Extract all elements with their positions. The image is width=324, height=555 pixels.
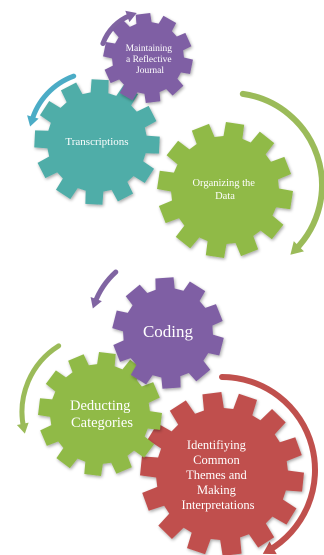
gear-coding	[112, 277, 224, 389]
gear-maintaining-reflective-journal	[103, 13, 193, 103]
cycle-arrow-green	[239, 90, 324, 254]
label-transcriptions: Transcriptions	[65, 136, 128, 148]
label-maintaining-reflective-journal: Maintaining a Reflective Journal	[126, 44, 175, 76]
gear-transcriptions-body	[34, 79, 160, 205]
label-organizing-the-data: Organizing the Data	[192, 178, 257, 202]
gear-coding-body	[112, 277, 224, 389]
arrowhead-red	[262, 541, 277, 555]
cycle-arrow-teal	[29, 73, 77, 124]
gear-themes-body	[140, 392, 304, 555]
gear-journal-body	[103, 13, 193, 103]
gear-organizing-body	[157, 122, 293, 258]
label-coding: Coding	[143, 322, 194, 341]
arrowhead-purple-bottom	[90, 297, 102, 309]
arrowhead-purple	[125, 10, 137, 23]
arrowhead-green	[290, 241, 304, 255]
gear-deducting-body	[38, 352, 162, 476]
gear-transcriptions	[34, 79, 160, 205]
cycle-arrow-purple-bottom	[92, 269, 119, 306]
arrowhead-teal	[27, 115, 39, 127]
cycle-arrow-green-bottom	[19, 343, 62, 431]
label-deducting-categories: Deducting Categories	[70, 398, 134, 431]
gear-organizing-the-data	[157, 122, 293, 258]
arrowhead-green-bottom	[16, 422, 29, 434]
label-identifying-common-themes: Identifiying Common Themes and Making In…	[182, 438, 255, 512]
cycle-arrow-red	[219, 374, 318, 554]
gear-deducting-categories	[38, 352, 162, 476]
gear-identifying-common-themes	[140, 392, 304, 555]
